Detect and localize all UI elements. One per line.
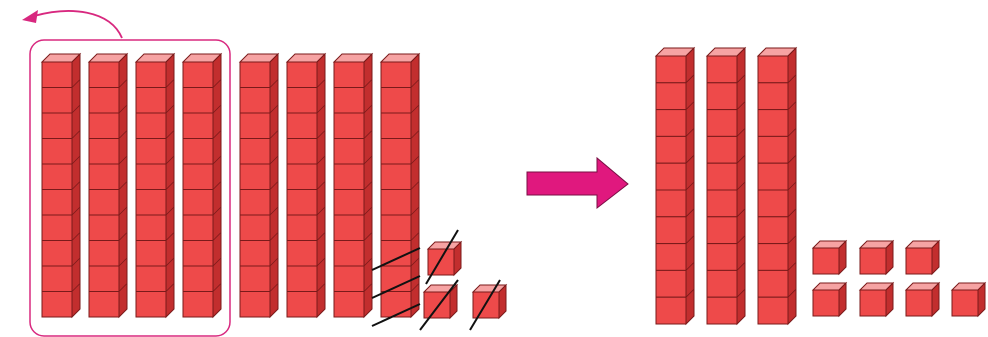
unit-cube	[811, 239, 848, 276]
after-regrouping	[654, 46, 987, 326]
transition-arrow	[526, 156, 629, 210]
ten-rod	[181, 52, 223, 319]
ten-rod	[705, 46, 747, 326]
group-outline	[29, 39, 231, 337]
unit-cubes-after	[811, 239, 987, 318]
unit-cube	[426, 240, 463, 277]
unit-cube	[858, 239, 895, 276]
unit-cube	[811, 281, 848, 318]
ten-rod	[134, 52, 176, 319]
ten-rod	[332, 52, 374, 319]
unit-cubes-before	[422, 240, 508, 320]
ten-rod	[87, 52, 129, 319]
ten-rod	[756, 46, 798, 326]
unit-cube	[422, 283, 459, 320]
cross-out-mark	[425, 229, 459, 285]
ten-rod	[654, 46, 696, 326]
right-arrow-icon	[526, 156, 629, 210]
cross-out-mark	[469, 279, 501, 331]
cross-out-mark	[371, 247, 421, 271]
ten-rod	[285, 52, 327, 319]
curved-arrow-icon	[22, 10, 123, 39]
cross-out-mark	[419, 279, 459, 331]
unit-cube	[904, 239, 941, 276]
ten-rod	[238, 52, 280, 319]
unit-cube	[858, 281, 895, 318]
unit-cube	[471, 283, 508, 320]
ten-rod	[40, 52, 82, 319]
unit-cube	[950, 281, 987, 318]
unit-cube	[904, 281, 941, 318]
ten-rod	[379, 52, 421, 319]
cross-out-mark	[371, 303, 421, 327]
before-regrouping	[22, 10, 508, 337]
cross-out-mark	[371, 275, 421, 299]
